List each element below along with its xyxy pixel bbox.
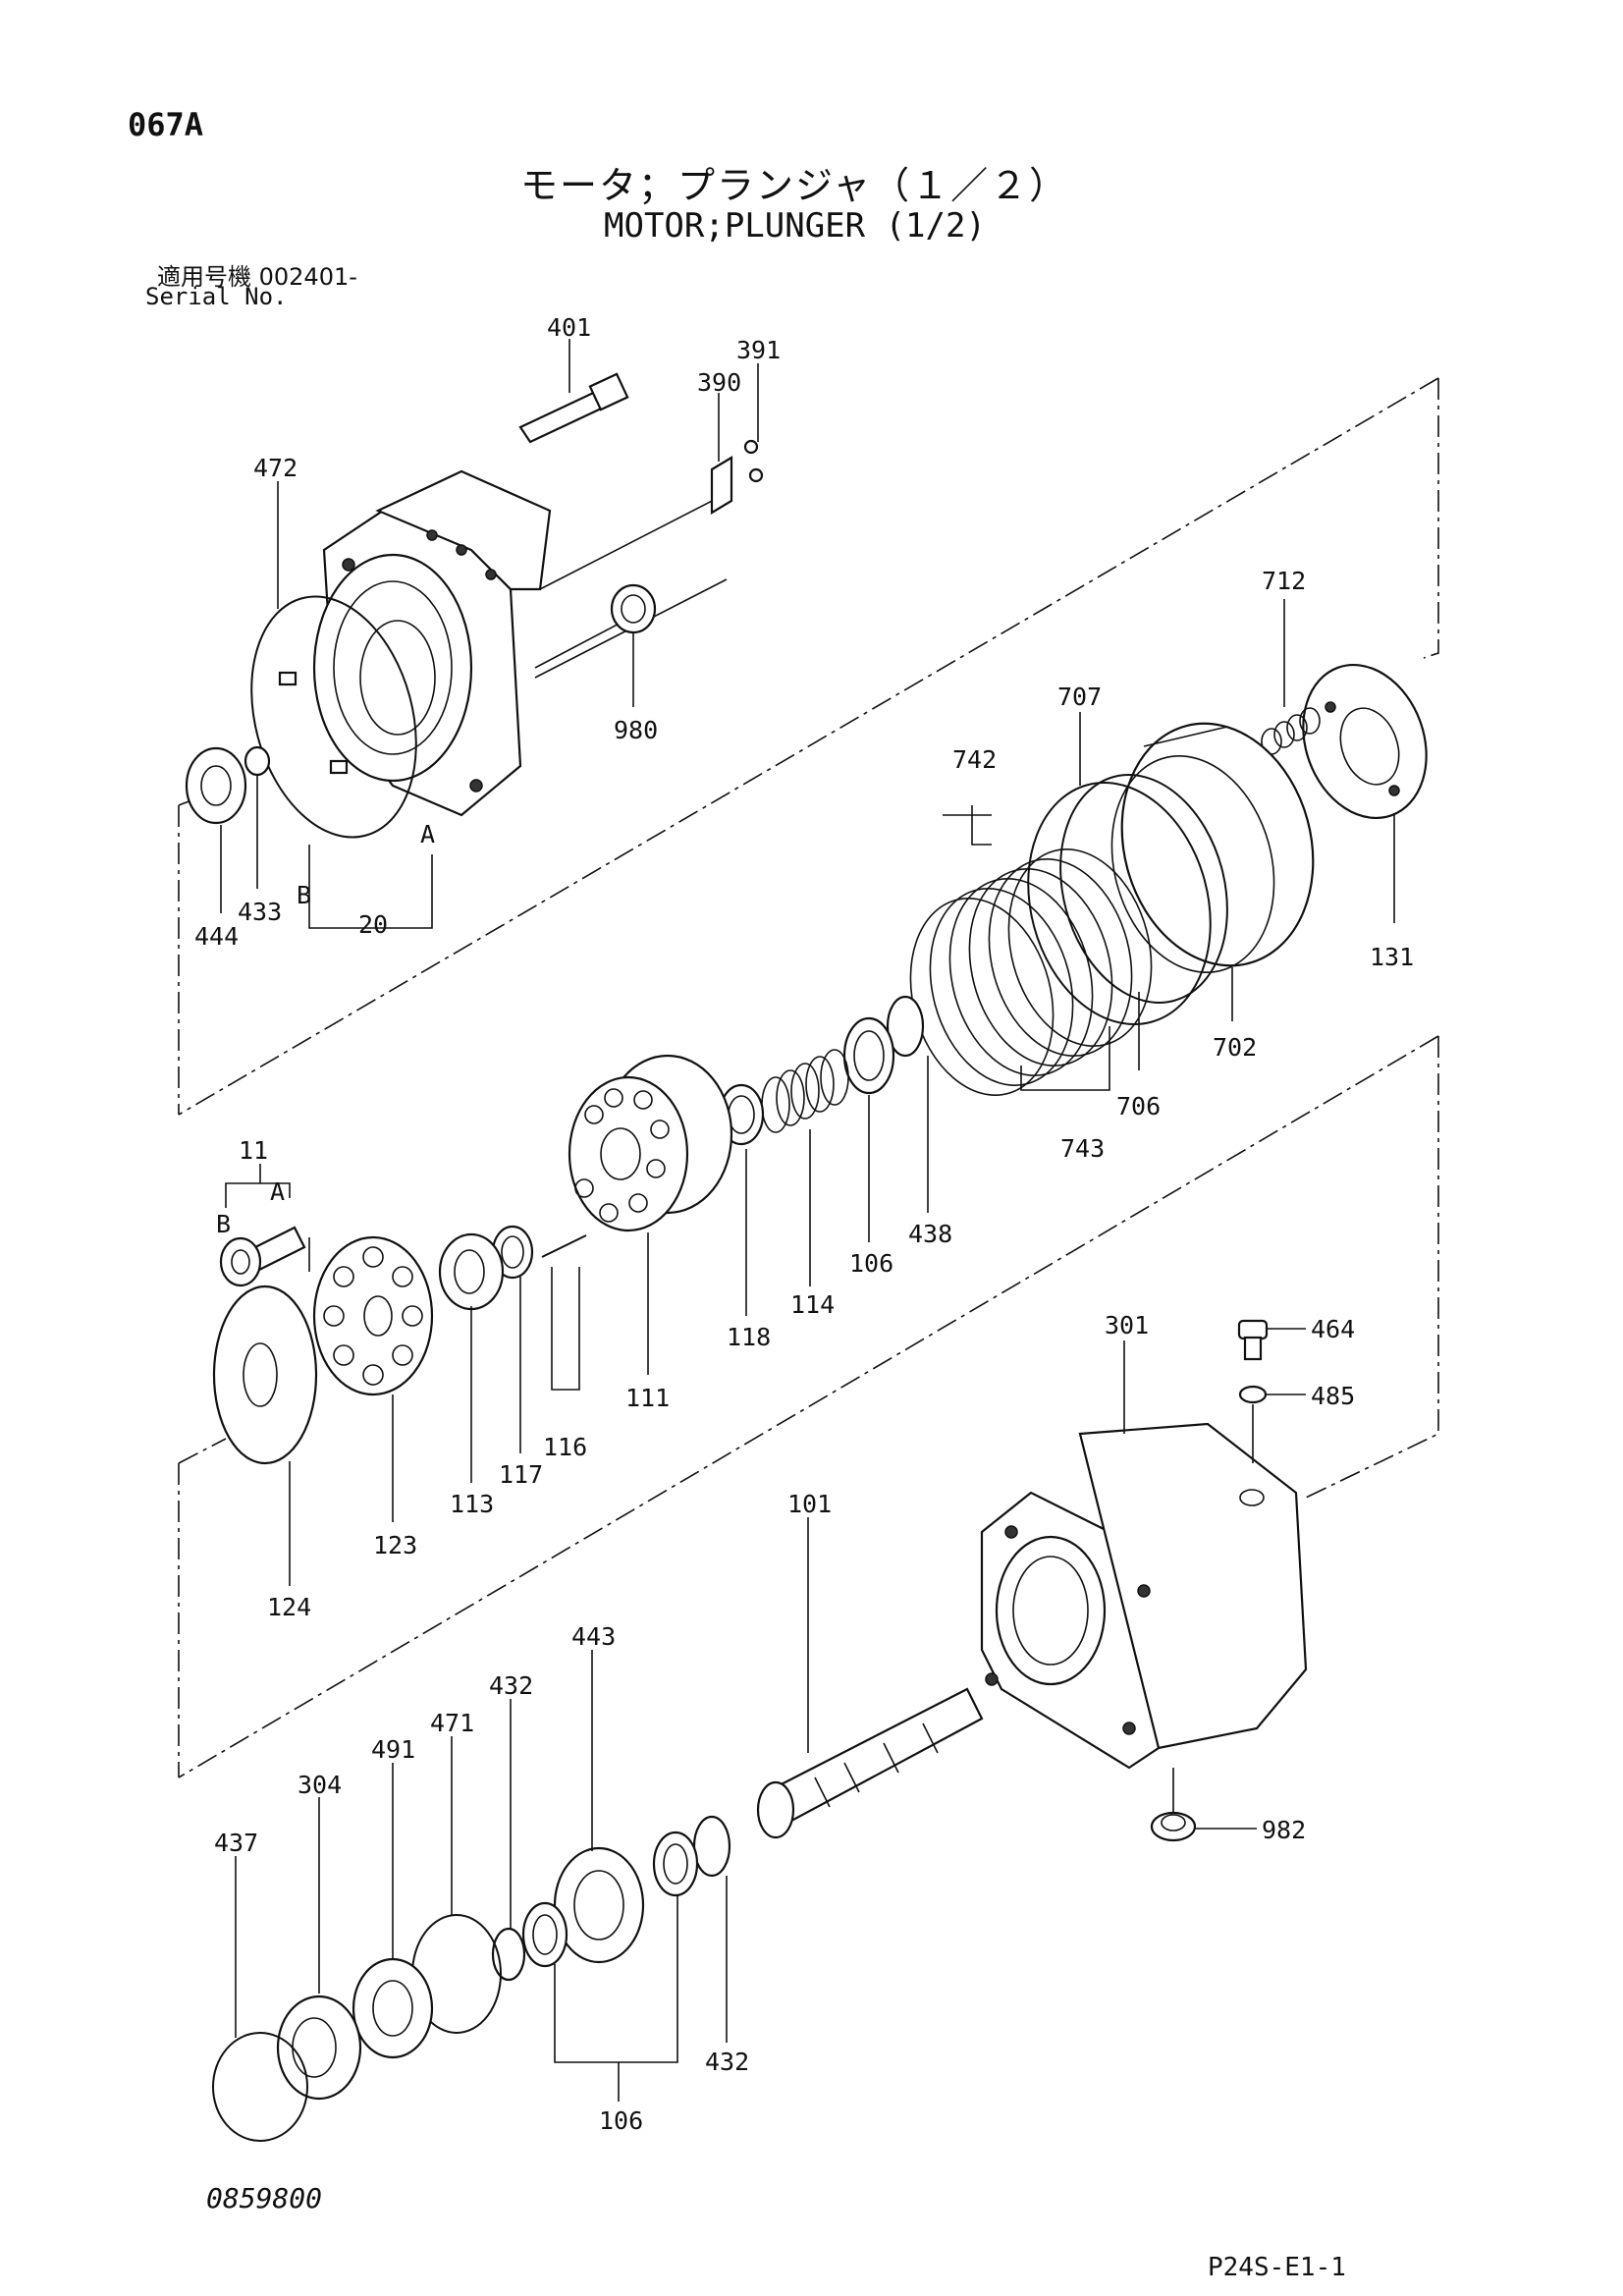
callout-106-lower: 106 <box>599 2106 643 2135</box>
callout-124: 124 <box>267 1593 311 1621</box>
pin-116 <box>541 1234 587 1258</box>
o-ring-472 <box>250 595 417 839</box>
callout-980: 980 <box>614 716 658 744</box>
bearing-443 <box>553 1846 645 1964</box>
bearing-444 <box>185 746 247 825</box>
callout-11: 11 <box>239 1136 268 1165</box>
serial-label-english: Serial No. <box>145 283 288 310</box>
callout-743: 743 <box>1060 1134 1105 1163</box>
boundary-lines <box>178 377 1439 1778</box>
callout-111: 111 <box>625 1384 670 1412</box>
callout-432-upper: 432 <box>489 1671 533 1700</box>
swash-plate-124 <box>212 1285 318 1465</box>
callout-432-lower: 432 <box>705 2048 749 2076</box>
spacer-106-lower-b <box>521 1901 568 1968</box>
callout-471: 471 <box>430 1709 474 1737</box>
piston-11 <box>219 1226 306 1287</box>
label-A-lower: A <box>270 1177 285 1206</box>
spacer-106-lower-a <box>652 1831 699 1897</box>
callout-131: 131 <box>1370 943 1414 971</box>
cover-housing-part <box>312 469 728 817</box>
callout-702: 702 <box>1213 1033 1257 1062</box>
spherical-bushing-113 <box>438 1232 505 1311</box>
bolt-401 <box>518 372 629 444</box>
callout-437: 437 <box>214 1829 258 1857</box>
valve-plate-131 <box>1302 663 1428 820</box>
title-english: MOTOR;PLUNGER (1/2) <box>604 206 986 246</box>
callout-485: 485 <box>1311 1382 1355 1410</box>
page-reference: P24S-E1-1 <box>1208 2253 1346 2282</box>
callout-106-upper: 106 <box>849 1249 893 1278</box>
o-ring-706 <box>1059 774 1228 1004</box>
callout-114: 114 <box>790 1290 835 1319</box>
callout-491: 491 <box>371 1735 415 1764</box>
callout-982: 982 <box>1262 1816 1306 1844</box>
o-ring-485 <box>1238 1385 1268 1404</box>
snap-ring-432-lower <box>692 1815 731 1878</box>
snap-ring-433 <box>243 745 271 777</box>
callout-301: 301 <box>1105 1311 1149 1339</box>
spring-114 <box>761 1049 849 1133</box>
callout-433: 433 <box>238 898 282 926</box>
cylinder-block-111 <box>568 1054 733 1232</box>
callout-116: 116 <box>543 1433 587 1461</box>
callout-472: 472 <box>253 454 298 482</box>
callout-20: 20 <box>358 910 388 939</box>
o-ring-707 <box>1027 782 1212 1025</box>
shaft-101 <box>756 1687 984 1839</box>
callout-118: 118 <box>727 1323 771 1351</box>
leader-lines <box>220 339 1395 2102</box>
plug-980 <box>610 583 657 634</box>
label-B-upper: B <box>297 881 311 909</box>
callout-labels: 401 391 390 472 980 712 707 742 A B 433 … <box>194 313 1414 2135</box>
serial-label-japanese: 適用号機 002401- <box>157 263 357 291</box>
label-B-lower: B <box>216 1210 231 1238</box>
spacer-106-upper <box>842 1016 895 1095</box>
snap-ring-437 <box>212 2032 308 2142</box>
callout-464: 464 <box>1311 1315 1355 1343</box>
page-code: 067A <box>128 106 204 143</box>
seal-491 <box>352 1957 434 2059</box>
drawing-number: 0859800 <box>206 2182 323 2214</box>
nameplate-390 <box>710 439 764 515</box>
callout-113: 113 <box>450 1490 494 1518</box>
callout-390: 390 <box>697 368 741 397</box>
callout-123: 123 <box>373 1531 417 1559</box>
callout-742: 742 <box>952 745 997 774</box>
callout-401: 401 <box>547 313 591 342</box>
label-A-upper: A <box>420 820 435 848</box>
callout-304: 304 <box>298 1771 342 1799</box>
title-japanese: モータ；プランジャ（１／２） <box>520 164 1069 207</box>
callout-706: 706 <box>1116 1092 1161 1121</box>
plug-464 <box>1237 1319 1269 1361</box>
retainer-plate-123 <box>312 1235 434 1396</box>
callout-707: 707 <box>1057 683 1102 711</box>
motor-casing-301 <box>980 1422 1308 1770</box>
brake-piston-702 <box>1110 722 1315 973</box>
callout-391: 391 <box>736 336 781 364</box>
callout-117: 117 <box>499 1460 543 1489</box>
snap-ring-438 <box>886 995 925 1058</box>
oil-seal-304 <box>276 1995 362 2101</box>
callout-444: 444 <box>194 922 239 951</box>
plug-982 <box>1150 1811 1197 1842</box>
callout-443: 443 <box>571 1622 616 1651</box>
callout-101: 101 <box>787 1490 832 1518</box>
callout-438: 438 <box>908 1220 952 1248</box>
callout-712: 712 <box>1262 567 1306 595</box>
